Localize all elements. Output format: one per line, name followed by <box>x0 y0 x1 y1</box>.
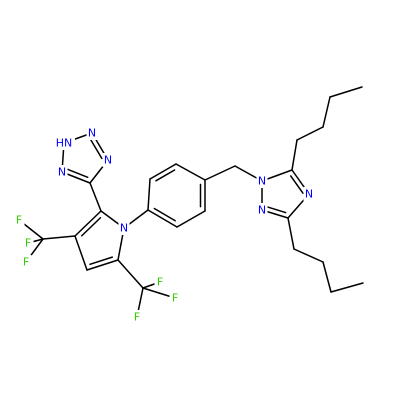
bond-b3-b4 <box>175 163 206 181</box>
atom-label-bg <box>256 174 268 188</box>
atom-label-bg <box>102 153 114 167</box>
atom-label-f4: F <box>172 292 178 305</box>
bond-cf3a-f3-a <box>34 238 44 242</box>
bond-t_c5-p_c2 <box>89 182 102 212</box>
bond-b4-ch2 <box>204 165 236 181</box>
bond-r_c3-r_n2-a <box>274 213 289 219</box>
atom-label-t_n4: N <box>58 166 66 179</box>
atom-label-bg <box>56 165 68 179</box>
bond-b5-b6 <box>176 210 206 228</box>
bond-r_c3-r_n2-double-b <box>266 206 278 211</box>
bond-r_c5-r_n4-a <box>291 169 302 183</box>
atom-label-bg <box>20 255 32 269</box>
atom-label-f2: F <box>23 256 29 269</box>
bond-a1-a2 <box>296 126 324 141</box>
bond-c1-c2 <box>293 248 324 263</box>
atom-label-bg <box>13 213 25 227</box>
atom-label-r_n4: N <box>305 188 313 201</box>
atom-label-bg <box>22 236 34 250</box>
bond-a2-a3 <box>322 96 331 128</box>
bond-t_c5-t_n4-double-b <box>66 168 79 175</box>
bond-a3-a4 <box>329 86 363 98</box>
atom-label-f1: F <box>16 214 22 227</box>
bond-r_c3-r_n2-double-a <box>275 208 287 214</box>
atom-label-f5: F <box>134 311 140 324</box>
bond-p_n-b1-b <box>135 209 149 220</box>
bond-p_c4-p_c3 <box>74 235 88 271</box>
bond-r_c5-r_n4-double-b <box>296 183 304 194</box>
atom-label-bg <box>86 126 98 140</box>
atom-label-bg <box>118 221 130 235</box>
bond-cf3b-f6-a <box>142 284 153 289</box>
bond-b6-b1 <box>147 209 178 228</box>
bond-p_c5-p_c4 <box>86 259 119 271</box>
bond-r_n4-r_c3-b <box>287 205 300 219</box>
bond-r_n1-r_c5-b <box>276 169 293 177</box>
bond-p_c3-cf3a <box>42 235 76 240</box>
bond-r_c3-c1 <box>287 217 295 250</box>
atom-label-bg <box>303 187 315 201</box>
atom-label-bg <box>154 275 166 289</box>
bond-p_c2-p_n-a <box>100 210 114 221</box>
bond-t_n3-t_c5-b <box>89 170 100 184</box>
bond-p_c3-p_c2-double <box>81 216 102 237</box>
atom-label-t_n2: N <box>88 127 96 140</box>
atom-label-bg <box>53 136 75 150</box>
atom-label-r_n2: N <box>258 204 266 217</box>
bond-cf3a-f1-a <box>30 228 44 240</box>
atom-label-f6: F <box>157 276 163 289</box>
bond-b2-b3-double <box>155 169 176 182</box>
bond-cf3b-f4-a <box>142 287 160 294</box>
bond-ch2-r_n1-a <box>234 165 250 175</box>
bond-c2-c3 <box>322 261 332 293</box>
bond-layer <box>18 86 364 318</box>
bond-p_c5-p_c4-double <box>89 256 114 266</box>
bond-t_c5-t_n4-double-a <box>76 172 89 179</box>
bond-t_n2-t_n3-double <box>89 138 103 160</box>
bond-b6-b1-double <box>153 207 176 222</box>
bond-p_c5-cf3b <box>117 259 144 289</box>
bond-c3-c4 <box>330 282 364 293</box>
atom-label-bg <box>256 203 268 217</box>
atom-label-bg <box>169 291 181 305</box>
atom-label-f3: F <box>25 237 31 250</box>
bond-b2-b3 <box>149 163 177 180</box>
bond-p_n-p_c5-b <box>117 243 122 261</box>
bond-b1-b2 <box>147 178 151 211</box>
atom-label-t_n1: HN <box>56 137 73 150</box>
bond-r_c5-a1 <box>291 139 298 171</box>
atom-label-t_n3: N <box>104 154 112 167</box>
bond-p_c3-p_c2 <box>74 210 102 237</box>
atom-label-bg <box>131 310 143 324</box>
bond-cf3b-f5-a <box>139 287 144 304</box>
bond-cf3a-f2-a <box>33 238 44 252</box>
bond-r_c5-r_n4-double-a <box>289 175 298 186</box>
atom-label-p_n: N <box>120 222 128 235</box>
bond-t_c5-t_n4-a <box>75 176 91 184</box>
atom-label-r_n1: N <box>258 175 266 188</box>
